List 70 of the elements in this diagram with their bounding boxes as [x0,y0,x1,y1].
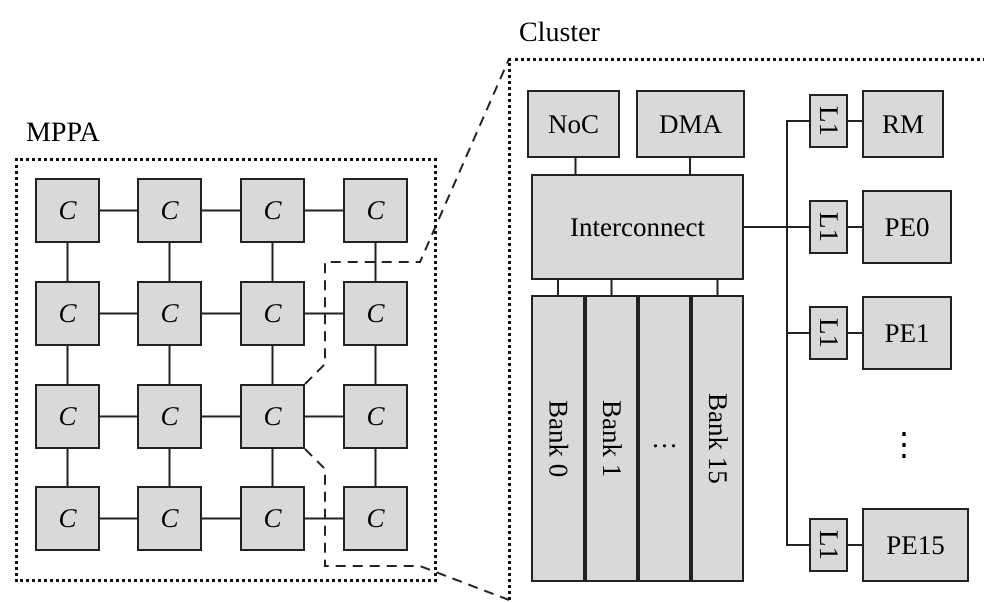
connector-line [374,449,376,486]
core-block: C [137,384,202,449]
memory-bank: Bank 15 [691,295,744,582]
core-block: C [240,178,305,243]
connector-line [100,518,137,520]
connector-line [66,449,68,486]
connector-line [848,544,862,546]
cache-block: L1 [809,306,848,360]
group-title: MPPA [26,117,100,149]
connector-line [202,518,240,520]
connector-line [305,312,343,314]
core-block: C [343,178,408,243]
core-block: C [240,384,305,449]
connector-line [848,332,862,334]
group-title: Cluster [519,17,600,49]
connector-line [574,158,576,174]
core-block: C [137,486,202,551]
connector-line [168,346,170,384]
connector-line [744,226,809,546]
connector-line [272,346,274,384]
core-block: C [35,178,100,243]
connector-line [305,518,343,520]
connector-line [100,312,137,314]
cache-block: L1 [809,94,848,148]
zoom-line [304,448,510,601]
core-block: C [343,486,408,551]
core-block: C [35,486,100,551]
connector-line [689,158,691,174]
connector-line [66,346,68,384]
memory-bank: Bank 1 [585,295,638,582]
connector-line [716,280,718,295]
memory-bank: Bank 0 [531,295,585,582]
block: Interconnect [531,174,744,280]
connector-line [610,280,612,295]
connector-line [272,449,274,486]
memory-bank: … [638,295,691,582]
block: PE15 [862,508,969,582]
connector-line [202,312,240,314]
core-block: C [343,281,408,346]
core-block: C [240,281,305,346]
connector-line [202,416,240,418]
connector-line [202,210,240,212]
connector-line [100,416,137,418]
core-block: C [35,281,100,346]
core-block: C [240,486,305,551]
connector-line [848,226,862,228]
block: NoC [527,90,620,158]
block: PE0 [862,190,952,264]
ellipsis-mark: ⋮ [888,425,920,463]
connector-line [272,243,274,281]
cache-block: L1 [809,200,848,254]
connector-line [100,210,137,212]
core-block: C [343,384,408,449]
connector-line [66,243,68,281]
zoom-line [304,58,510,385]
core-block: C [137,281,202,346]
connector-line [374,346,376,384]
connector-line [168,243,170,281]
connector-line [168,449,170,486]
connector-line [557,280,559,295]
connector-line [374,243,376,281]
core-block: C [137,178,202,243]
connector-line [305,210,343,212]
block: DMA [636,90,745,158]
connector-line [305,416,343,418]
core-block: C [35,384,100,449]
block: PE1 [862,296,952,370]
block: RM [862,90,944,158]
connector-line [848,120,862,122]
cache-block: L1 [809,518,848,572]
